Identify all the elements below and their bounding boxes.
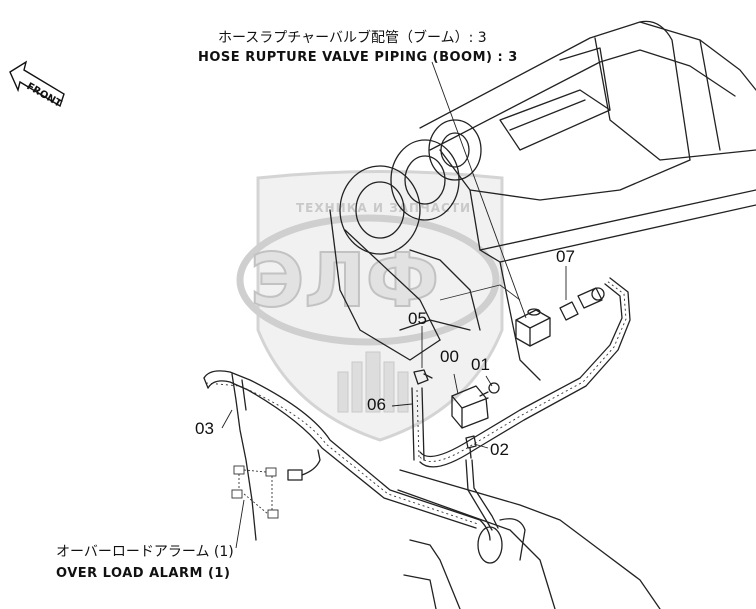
watermark-ellipse (236, 214, 500, 346)
part-06-hose (411, 387, 425, 461)
callout-03: 03 (195, 419, 214, 438)
watermark-shield (256, 170, 504, 442)
part-03-tube (465, 459, 499, 531)
part-03-cable (203, 370, 491, 541)
title-jp-over-load-alarm: オーバーロードアラーム (1) (56, 544, 234, 560)
title-en-hose-rupture: HOSE RUPTURE VALVE PIPING (BOOM) : 3 (198, 50, 518, 65)
callout-05: 05 (408, 309, 427, 328)
boom-structure (329, 20, 756, 609)
watermark-wheat-icon (337, 351, 409, 413)
part-alarm-connectors (231, 449, 321, 519)
front-arrow-icon: FRONT (9, 60, 65, 110)
part-00-valve-block (451, 385, 489, 429)
part-05-elbow-fitting (413, 369, 433, 385)
part-02-fitting (465, 435, 477, 459)
watermark-logo: ЭЛФ (250, 238, 439, 324)
part-01-bolt (479, 382, 500, 397)
title-jp-hose-rupture: ホースラプチャーバルブ配管（ブーム）: 3 (218, 29, 487, 46)
part-07-long-hose (419, 277, 631, 468)
callout-02: 02 (490, 440, 509, 459)
callout-07: 07 (556, 247, 575, 266)
callout-01: 01 (471, 355, 490, 374)
callout-00: 00 (440, 347, 459, 366)
part-07-connector (559, 287, 605, 321)
part-sensor-block (515, 308, 551, 347)
title-en-over-load-alarm: OVER LOAD ALARM (1) (56, 566, 230, 581)
callout-06: 06 (367, 395, 386, 414)
leader-lines (221, 61, 567, 549)
